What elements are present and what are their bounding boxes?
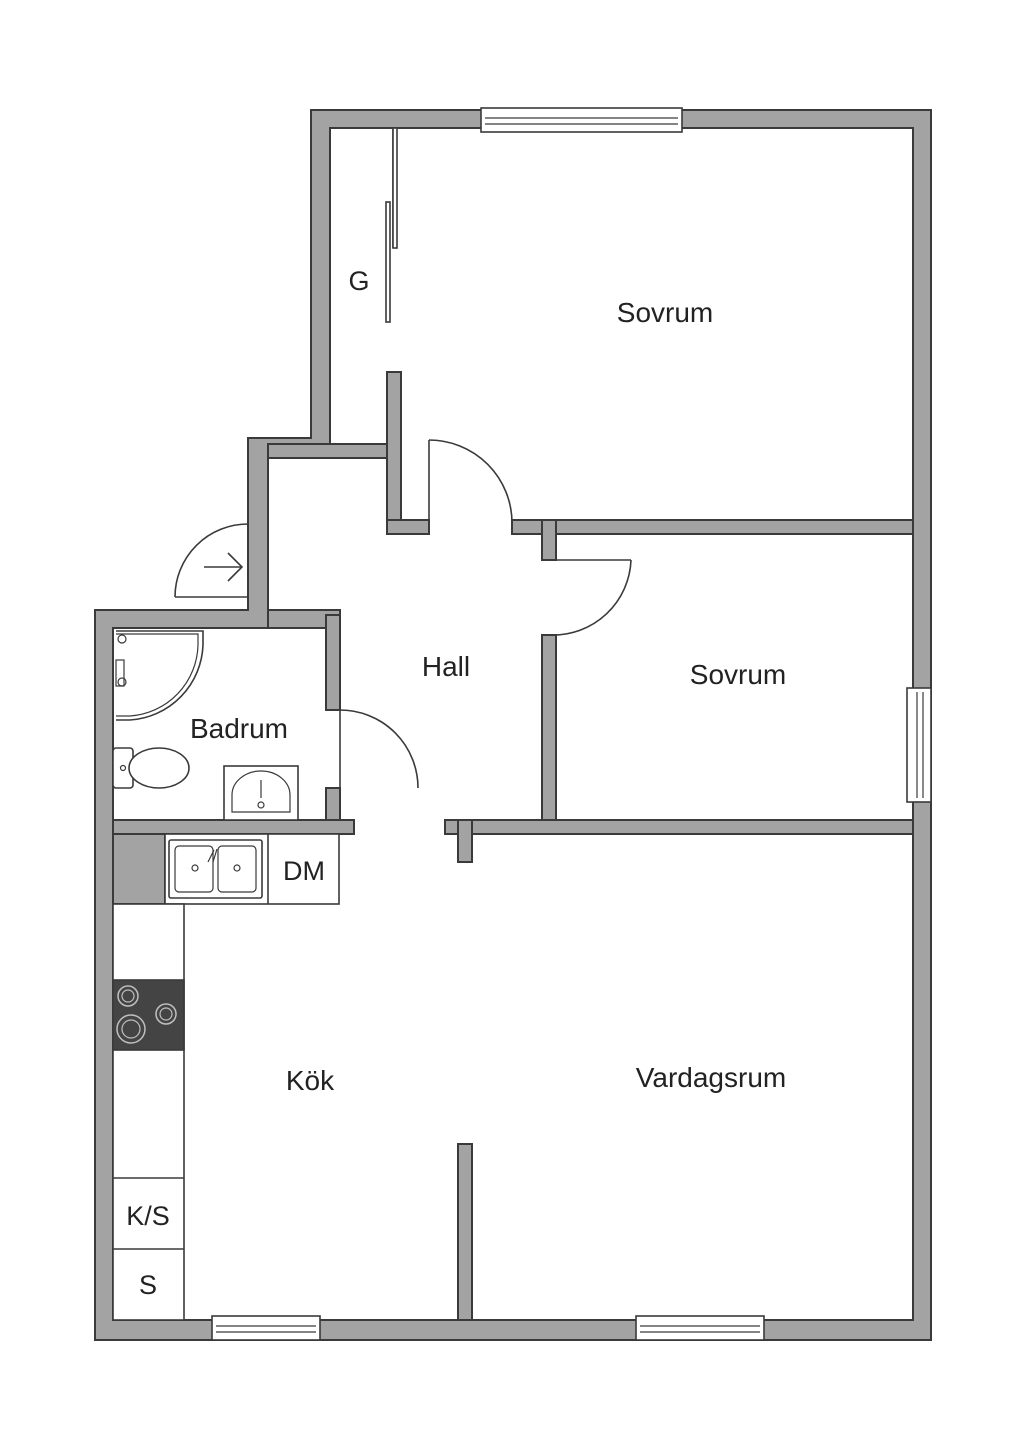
fixture-label-garderob: G [348, 266, 369, 296]
window-living-bottom [635, 1315, 765, 1341]
bathroom-fixtures [112, 630, 299, 821]
wardrobe [385, 127, 398, 323]
room-label-sovrum-mid: Sovrum [690, 659, 786, 690]
fixture-label-ks: K/S [126, 1201, 170, 1231]
door-bedroom-top [428, 439, 513, 532]
window-top [480, 107, 683, 133]
wall-bedroom-hall-vertical [386, 371, 402, 533]
room-label-vardagsrum: Vardagsrum [636, 1062, 786, 1093]
door-bedroom-mid [543, 559, 632, 636]
fixture-label-s: S [139, 1270, 157, 1300]
room-label-hall: Hall [422, 651, 470, 682]
room-labels: Sovrum Sovrum Hall Badrum Kök Vardagsrum… [126, 266, 786, 1300]
wall-stub-living [457, 819, 473, 863]
door-entrance [174, 523, 249, 598]
wall-bath-bottom [112, 819, 355, 835]
stove-icon [112, 979, 185, 1051]
toilet-icon [112, 747, 190, 789]
wall-hall-top [267, 443, 391, 459]
wall-bath-right-top [325, 614, 341, 711]
sink-icon [223, 765, 299, 821]
shower-icon [115, 630, 204, 721]
wall-kitchen-living [457, 1143, 473, 1321]
double-sink-icon [168, 839, 263, 899]
wall-bedroom-hall-stub [386, 519, 430, 535]
walls [94, 109, 932, 1341]
wall-mid-bedroom-left-top [541, 519, 557, 561]
door-bathroom [339, 709, 419, 789]
room-label-badrum: Badrum [190, 713, 288, 744]
windows [211, 107, 932, 1341]
wall-mid-bedroom-left-bottom [541, 634, 557, 833]
room-label-sovrum-top: Sovrum [617, 297, 713, 328]
doors [174, 439, 632, 789]
counter-left [112, 903, 185, 1321]
window-right [906, 687, 932, 803]
fixture-label-dm: DM [283, 856, 325, 886]
room-label-kok: Kök [286, 1065, 335, 1096]
wall-bedroom-living [444, 819, 914, 835]
wall-between-bedrooms [511, 519, 914, 535]
window-kitchen-bottom [211, 1315, 321, 1341]
wall-kitchen-corner [112, 833, 166, 905]
kitchen-fixtures [112, 833, 340, 1321]
